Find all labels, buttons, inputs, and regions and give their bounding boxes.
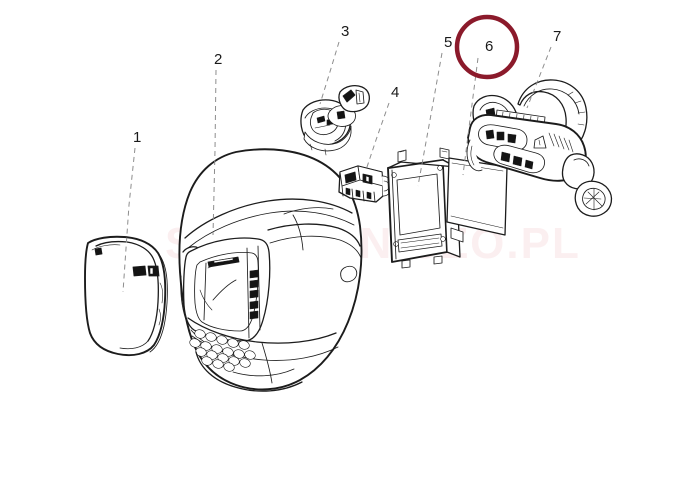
callout-number-7: 7: [553, 28, 561, 45]
callout-number-4: 4: [391, 84, 399, 101]
callout-number-3: 3: [341, 23, 349, 40]
chin-vent-honeycomb: [189, 329, 256, 372]
leader-line-1: [122, 147, 136, 293]
leader-line-7: [526, 46, 552, 109]
part-front-cover-lens: [84, 235, 168, 357]
part-inner-protection-lens: [446, 157, 508, 236]
callout-number-2: 2: [214, 51, 222, 68]
leader-line-3: [319, 41, 340, 105]
part-grind-mode-knob: [300, 85, 370, 156]
part-filter-retaining-bracket: [338, 165, 393, 203]
leader-line-5: [417, 52, 443, 187]
leader-line-2: [212, 69, 217, 236]
part-helmet-shell: [178, 148, 363, 392]
callout-number-5: 5: [444, 34, 452, 51]
leader-lines: [122, 41, 552, 293]
callout-number-6: 6: [485, 38, 493, 55]
highlight-circle-callout-6: [454, 14, 520, 80]
callout-number-1: 1: [133, 129, 141, 146]
leader-line-4: [365, 102, 390, 171]
leader-line-6: [462, 57, 479, 176]
callout-numbers: 1 2 3 4 5 6 7: [133, 23, 561, 146]
part-headgear-harness: [466, 79, 613, 217]
